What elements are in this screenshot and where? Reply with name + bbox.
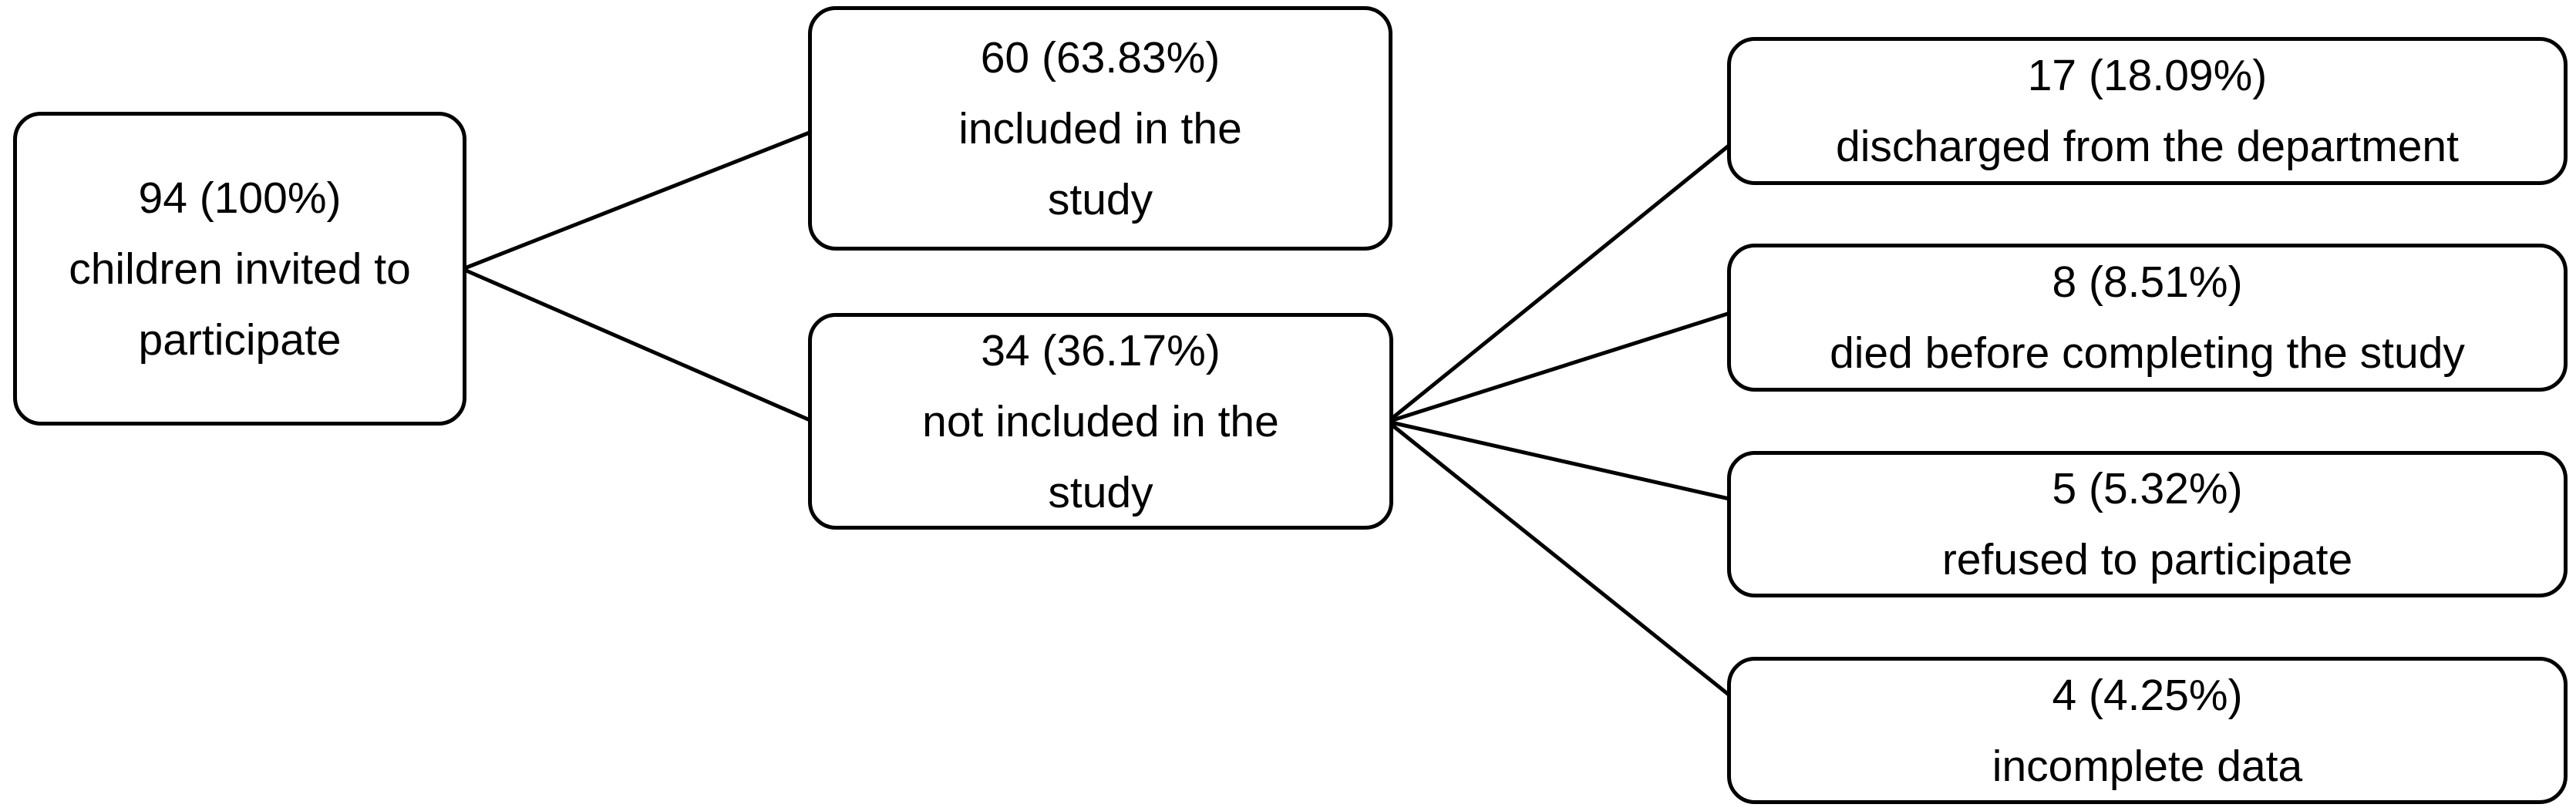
node-children-invited-label-1: children invited to (69, 244, 411, 294)
edge-root-included (460, 129, 816, 271)
node-died: 8 (8.51%) died before completing the stu… (1727, 244, 2568, 392)
node-refused: 5 (5.32%) refused to participate (1727, 451, 2568, 597)
node-refused-count: 5 (5.32%) (2052, 464, 2243, 513)
node-incomplete-data: 4 (4.25%) incomplete data (1727, 657, 2568, 804)
node-discharged: 17 (18.09%) discharged from the departme… (1727, 37, 2568, 185)
edge-not-included-refused (1386, 419, 1735, 502)
node-children-invited-count: 94 (100%) (138, 173, 342, 223)
node-incomplete-label: incomplete data (1992, 741, 2303, 791)
node-not-included-in-study: 34 (36.17%) not included in the study (808, 313, 1393, 530)
node-included-label-1: included in the (958, 103, 1242, 153)
node-refused-label: refused to participate (1941, 535, 2353, 584)
node-incomplete-count: 4 (4.25%) (2052, 670, 2243, 720)
edge-root-not-included (460, 267, 816, 424)
node-not-included-count: 34 (36.17%) (981, 325, 1221, 375)
node-not-included-label-2: study (1048, 467, 1153, 517)
node-children-invited: 94 (100%) children invited to participat… (13, 112, 466, 426)
edge-not-included-died (1386, 310, 1735, 424)
node-included-count: 60 (63.83%) (980, 32, 1221, 82)
node-children-invited-label-2: participate (138, 315, 342, 365)
node-not-included-label-1: not included in the (922, 396, 1279, 446)
node-discharged-count: 17 (18.09%) (2027, 51, 2268, 100)
node-included-label-2: study (1047, 174, 1153, 224)
edge-not-included-discharged (1386, 140, 1735, 424)
node-discharged-label: discharged from the department (1836, 122, 2459, 171)
edge-not-included-incomplete (1386, 419, 1735, 700)
node-died-count: 8 (8.51%) (2052, 257, 2243, 307)
node-died-label: died before completing the study (1830, 328, 2465, 378)
node-included-in-study: 60 (63.83%) included in the study (808, 6, 1392, 251)
